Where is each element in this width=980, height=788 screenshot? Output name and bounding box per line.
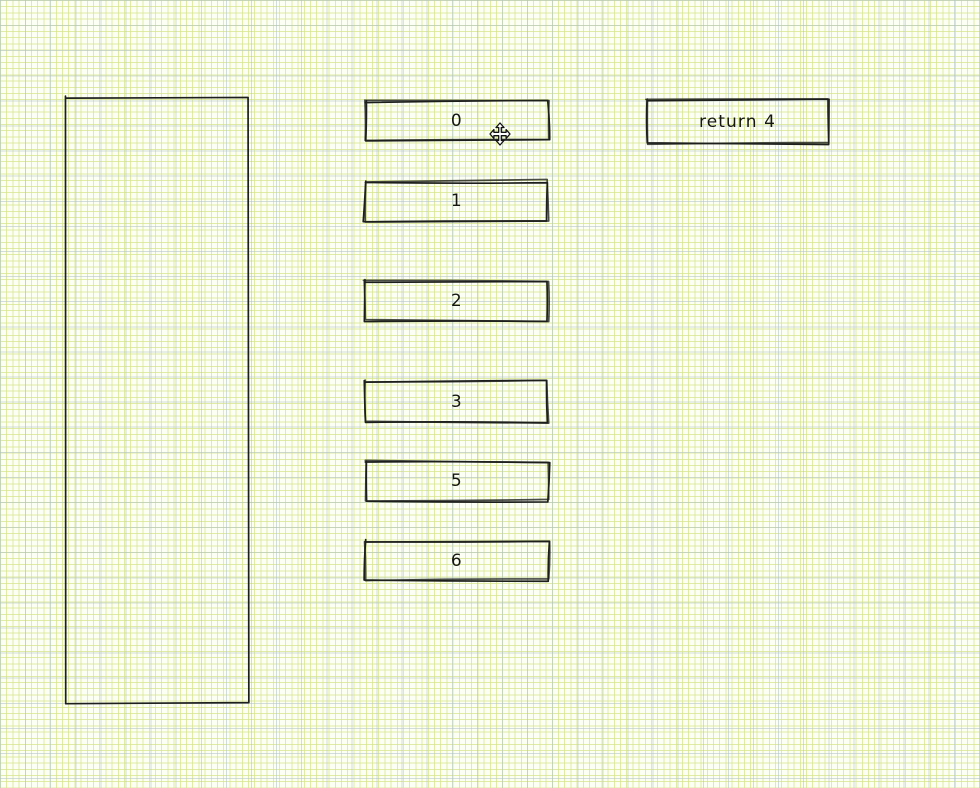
stack-item-0[interactable]: 0 xyxy=(364,99,551,142)
stack-item-5[interactable]: 5 xyxy=(364,459,551,503)
stack-item-2[interactable]: 2 xyxy=(362,278,550,323)
stack-item-1-outline xyxy=(362,178,550,223)
stack-item-6[interactable]: 6 xyxy=(363,538,551,583)
stack-item-6-outline xyxy=(363,538,551,583)
stack-item-3[interactable]: 3 xyxy=(363,379,550,424)
stack-item-0-outline xyxy=(364,99,551,142)
return-statement-box-outline xyxy=(645,98,830,146)
stack-item-2-outline xyxy=(362,278,550,323)
stack-item-5-outline xyxy=(364,459,551,503)
stack-item-1[interactable]: 1 xyxy=(362,178,550,223)
return-statement-box[interactable]: return 4 xyxy=(645,98,830,146)
container-rectangle[interactable] xyxy=(64,95,250,705)
stack-item-3-outline xyxy=(363,379,550,424)
container-rectangle-outline xyxy=(64,95,250,705)
